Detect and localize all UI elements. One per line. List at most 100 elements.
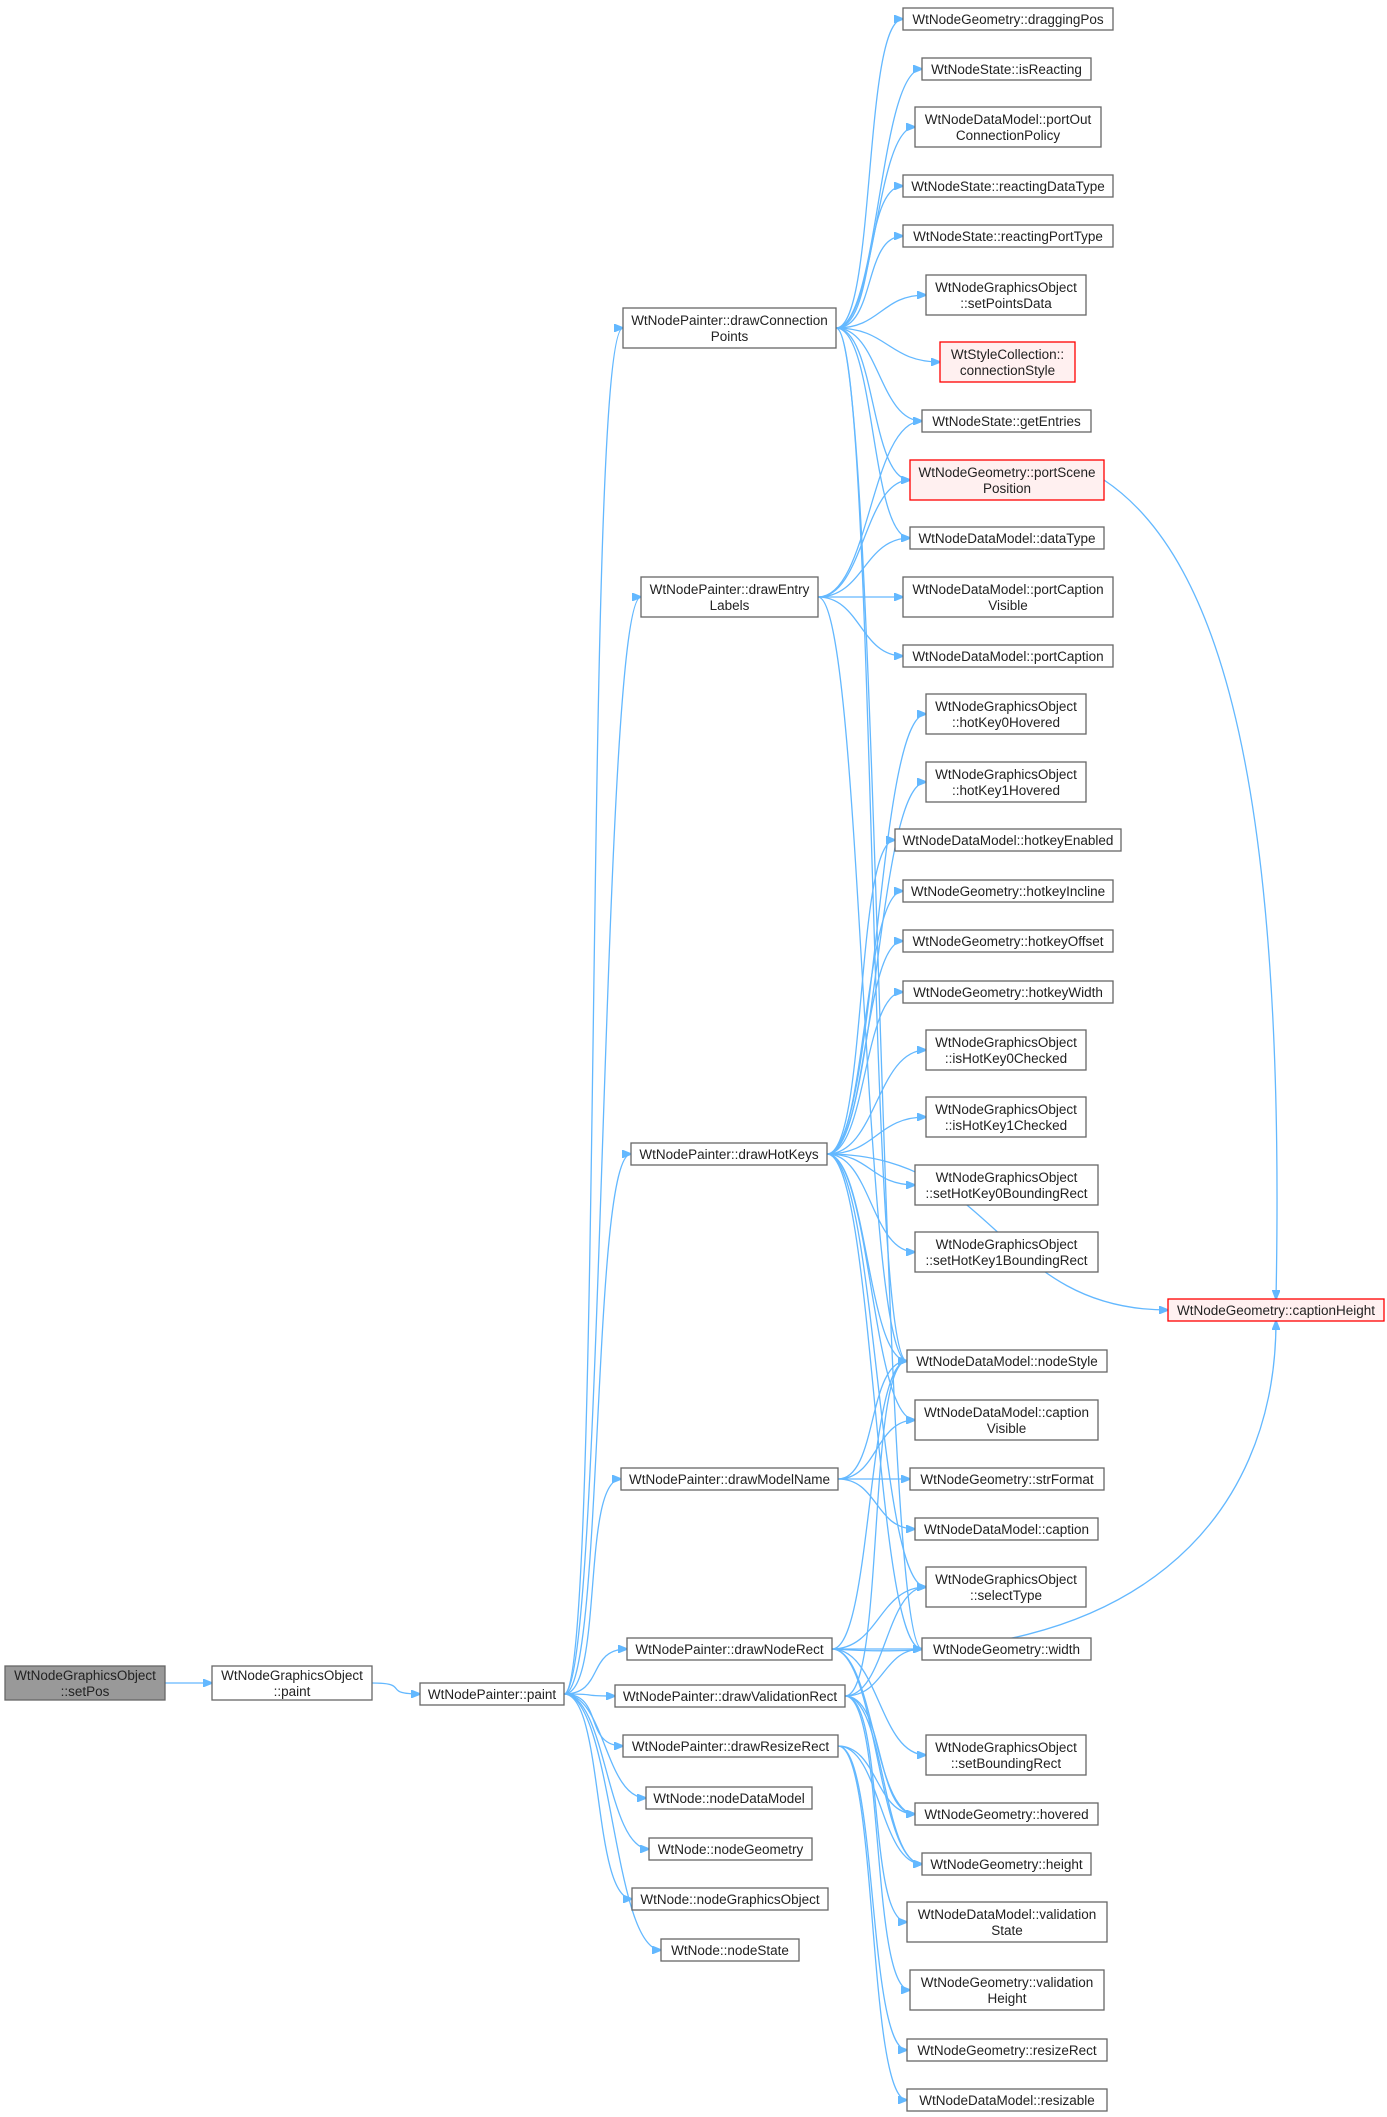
node-box[interactable] (902, 980, 1114, 1004)
node-draggingPos[interactable]: WtNodeGeometry::draggingPos (902, 7, 1114, 31)
node-box[interactable] (902, 879, 1114, 903)
node-box[interactable] (902, 644, 1114, 668)
node-setBoundingRect[interactable]: WtNodeGraphicsObject::setBoundingRect (925, 1734, 1087, 1776)
node-paint[interactable]: WtNodePainter::paint (419, 1682, 565, 1706)
node-connectionStyle[interactable]: WtStyleCollection::connectionStyle (939, 341, 1076, 383)
node-hotkeyEnabled[interactable]: WtNodeDataModel::hotkeyEnabled (894, 828, 1122, 852)
node-box[interactable] (4, 1665, 166, 1701)
node-box[interactable] (939, 341, 1076, 383)
node-box[interactable] (211, 1665, 373, 1701)
node-nodeDataModel[interactable]: WtNode::nodeDataModel (645, 1786, 813, 1810)
node-box[interactable] (914, 1231, 1099, 1273)
node-box[interactable] (614, 1684, 846, 1708)
node-resizeRect[interactable]: WtNodeGeometry::resizeRect (906, 2038, 1108, 2062)
node-hotkeyOffset[interactable]: WtNodeGeometry::hotkeyOffset (902, 929, 1114, 953)
node-nodeStyle[interactable]: WtNodeDataModel::nodeStyle (906, 1349, 1108, 1373)
node-box[interactable] (906, 2038, 1108, 2062)
node-strFormat[interactable]: WtNodeGeometry::strFormat (909, 1467, 1105, 1491)
node-box[interactable] (622, 307, 837, 349)
node-dataType[interactable]: WtNodeDataModel::dataType (909, 526, 1105, 550)
node-box[interactable] (914, 1399, 1099, 1441)
node-box[interactable] (909, 459, 1105, 501)
node-box[interactable] (925, 761, 1087, 803)
node-hotkeyWidth[interactable]: WtNodeGeometry::hotkeyWidth (902, 980, 1114, 1004)
node-hotkeyIncline[interactable]: WtNodeGeometry::hotkeyIncline (902, 879, 1114, 903)
node-box[interactable] (626, 1637, 833, 1661)
node-box[interactable] (914, 1164, 1099, 1206)
node-setPos[interactable]: WtNodeGraphicsObject::setPos (4, 1665, 166, 1701)
node-box[interactable] (909, 1969, 1105, 2011)
node-box[interactable] (925, 693, 1087, 735)
node-nodeGraphicsObject[interactable]: WtNode::nodeGraphicsObject (631, 1887, 829, 1911)
node-box[interactable] (925, 1096, 1087, 1138)
node-box[interactable] (622, 1734, 839, 1758)
node-box[interactable] (909, 526, 1105, 550)
node-box[interactable] (902, 929, 1114, 953)
node-box[interactable] (902, 224, 1114, 248)
node-reactingPortType[interactable]: WtNodeState::reactingPortType (902, 224, 1114, 248)
node-setHotKey0BR[interactable]: WtNodeGraphicsObject::setHotKey0Bounding… (914, 1164, 1099, 1206)
node-box[interactable] (909, 1467, 1105, 1491)
node-captionHeight[interactable]: WtNodeGeometry::captionHeight (1167, 1298, 1385, 1322)
node-drawVR[interactable]: WtNodePainter::drawValidationRect (614, 1684, 846, 1708)
node-box[interactable] (914, 1802, 1099, 1826)
node-selectType[interactable]: WtNodeGraphicsObject::selectType (925, 1566, 1087, 1608)
node-box[interactable] (902, 7, 1114, 31)
node-hotKey1Hovered[interactable]: WtNodeGraphicsObject::hotKey1Hovered (925, 761, 1087, 803)
node-hotKey0Hovered[interactable]: WtNodeGraphicsObject::hotKey0Hovered (925, 693, 1087, 735)
node-box[interactable] (906, 2088, 1108, 2112)
node-box[interactable] (914, 106, 1102, 148)
node-box[interactable] (630, 1142, 828, 1166)
node-box[interactable] (648, 1837, 813, 1861)
node-getEntries[interactable]: WtNodeState::getEntries (921, 409, 1092, 433)
node-box[interactable] (914, 1517, 1099, 1541)
node-box[interactable] (419, 1682, 565, 1706)
node-nodeGeometry[interactable]: WtNode::nodeGeometry (648, 1837, 813, 1861)
node-width[interactable]: WtNodeGeometry::width (921, 1637, 1092, 1661)
node-setHotKey1BR[interactable]: WtNodeGraphicsObject::setHotKey1Bounding… (914, 1231, 1099, 1273)
node-nodeState[interactable]: WtNode::nodeState (660, 1938, 800, 1962)
node-box[interactable] (906, 1901, 1108, 1943)
node-box[interactable] (620, 1467, 839, 1491)
node-box[interactable] (645, 1786, 813, 1810)
node-box[interactable] (921, 1637, 1092, 1661)
node-box[interactable] (906, 1349, 1108, 1373)
node-resizable[interactable]: WtNodeDataModel::resizable (906, 2088, 1108, 2112)
node-isReacting[interactable]: WtNodeState::isReacting (921, 57, 1092, 81)
node-box[interactable] (631, 1887, 829, 1911)
node-box[interactable] (921, 409, 1092, 433)
node-box[interactable] (921, 1852, 1092, 1876)
node-box[interactable] (660, 1938, 800, 1962)
node-drawNR[interactable]: WtNodePainter::drawNodeRect (626, 1637, 833, 1661)
node-drawMN[interactable]: WtNodePainter::drawModelName (620, 1467, 839, 1491)
node-box[interactable] (925, 274, 1087, 316)
node-box[interactable] (902, 576, 1114, 618)
node-height[interactable]: WtNodeGeometry::height (921, 1852, 1092, 1876)
node-box[interactable] (902, 174, 1114, 198)
node-caption[interactable]: WtNodeDataModel::caption (914, 1517, 1099, 1541)
node-box[interactable] (925, 1029, 1087, 1071)
node-isHotKey0Checked[interactable]: WtNodeGraphicsObject::isHotKey0Checked (925, 1029, 1087, 1071)
node-reactingDataType[interactable]: WtNodeState::reactingDataType (902, 174, 1114, 198)
node-drawRR[interactable]: WtNodePainter::drawResizeRect (622, 1734, 839, 1758)
node-box[interactable] (894, 828, 1122, 852)
node-box[interactable] (640, 576, 819, 618)
node-box[interactable] (1167, 1298, 1385, 1322)
node-box[interactable] (921, 57, 1092, 81)
node-setPointsData[interactable]: WtNodeGraphicsObject::setPointsData (925, 274, 1087, 316)
node-portCaption[interactable]: WtNodeDataModel::portCaption (902, 644, 1114, 668)
node-drawHK[interactable]: WtNodePainter::drawHotKeys (630, 1142, 828, 1166)
node-box[interactable] (925, 1566, 1087, 1608)
node-isHotKey1Checked[interactable]: WtNodeGraphicsObject::isHotKey1Checked (925, 1096, 1087, 1138)
node-gpaint[interactable]: WtNodeGraphicsObject::paint (211, 1665, 373, 1701)
node-hovered[interactable]: WtNodeGeometry::hovered (914, 1802, 1099, 1826)
node-box[interactable] (925, 1734, 1087, 1776)
